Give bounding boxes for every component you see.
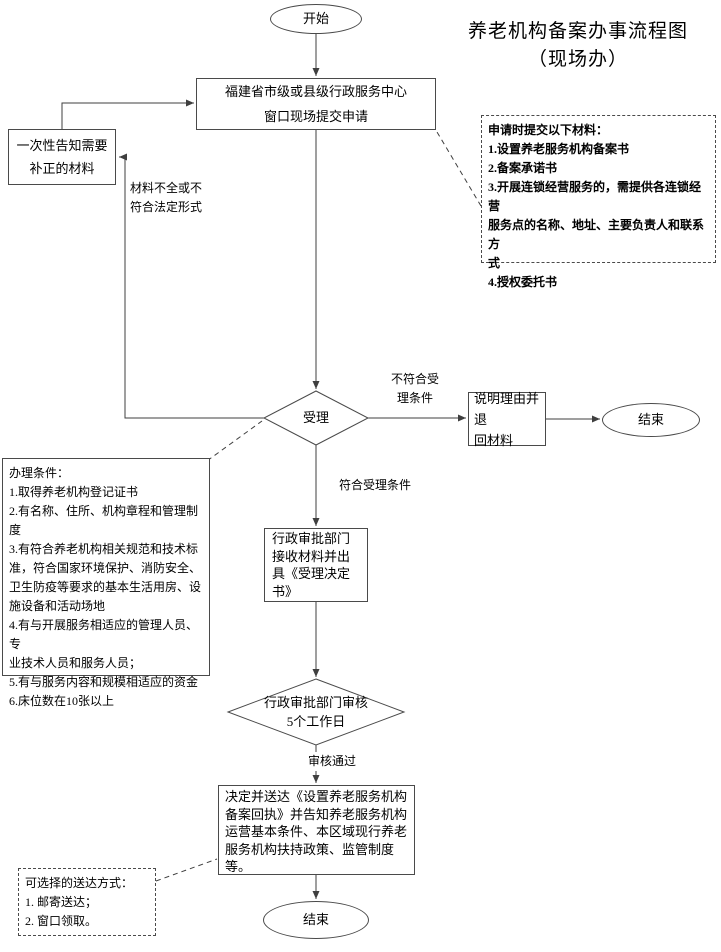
submit-application-box: 福建省市级或县级行政服务中心 窗口现场提交申请 bbox=[196, 78, 436, 130]
edge-notify-to-submit bbox=[61, 99, 194, 129]
reject-return-box: 说明理由并退 回材料 bbox=[468, 391, 546, 448]
delivery-options-note: 可选择的送达方式： 1. 邮寄送达； 2. 窗口领取。 bbox=[18, 868, 156, 936]
label-review-passed: 审核通过 bbox=[306, 752, 359, 771]
label-accepted: 符合受理条件 bbox=[337, 476, 414, 495]
dashed-edges bbox=[155, 131, 482, 882]
edge-materials-note bbox=[436, 131, 482, 207]
solid-edges bbox=[61, 34, 600, 899]
label-materials-incomplete: 材料不全或不 符合法定形式 bbox=[128, 179, 205, 217]
edge-accept-to-notify bbox=[119, 153, 264, 419]
accept-diamond-shape bbox=[262, 390, 370, 446]
decision-delivery-box: 决定并送达《设置养老服务机构 备案回执》并告知养老服务机构 运营基本条件、本区域… bbox=[218, 785, 415, 875]
diamond-shapes bbox=[226, 390, 406, 746]
end-node-bottom: 结束 bbox=[263, 901, 369, 939]
start-node: 开始 bbox=[270, 4, 362, 34]
edge-conditions-note bbox=[199, 420, 263, 467]
receive-materials-box: 行政审批部门 接收材料并出 具《受理决定 书》 bbox=[264, 528, 368, 602]
review-diamond-label: 行政审批部门审核 5个工作日 bbox=[263, 694, 368, 730]
edge-options-note bbox=[155, 858, 218, 882]
one-time-notify-box: 一次性告知需要 补正的材料 bbox=[8, 129, 116, 185]
review-diamond-shape bbox=[226, 678, 406, 746]
accept-diamond-label: 受理 bbox=[302, 410, 329, 426]
page-title: 养老机构备案办事流程图 （现场办） bbox=[467, 21, 688, 70]
handling-conditions-note: 办理条件： 1.取得养老机构登记证书 2.有名称、住所、机构章程和管理制度 3.… bbox=[2, 458, 210, 708]
end-node-top: 结束 bbox=[602, 403, 700, 437]
label-not-accepted: 不符合受 理条件 bbox=[389, 370, 442, 408]
required-materials-note: 申请时提交以下材料： 1.设置养老服务机构备案书 2.备案承诺书 3.开展连锁经… bbox=[481, 115, 716, 289]
